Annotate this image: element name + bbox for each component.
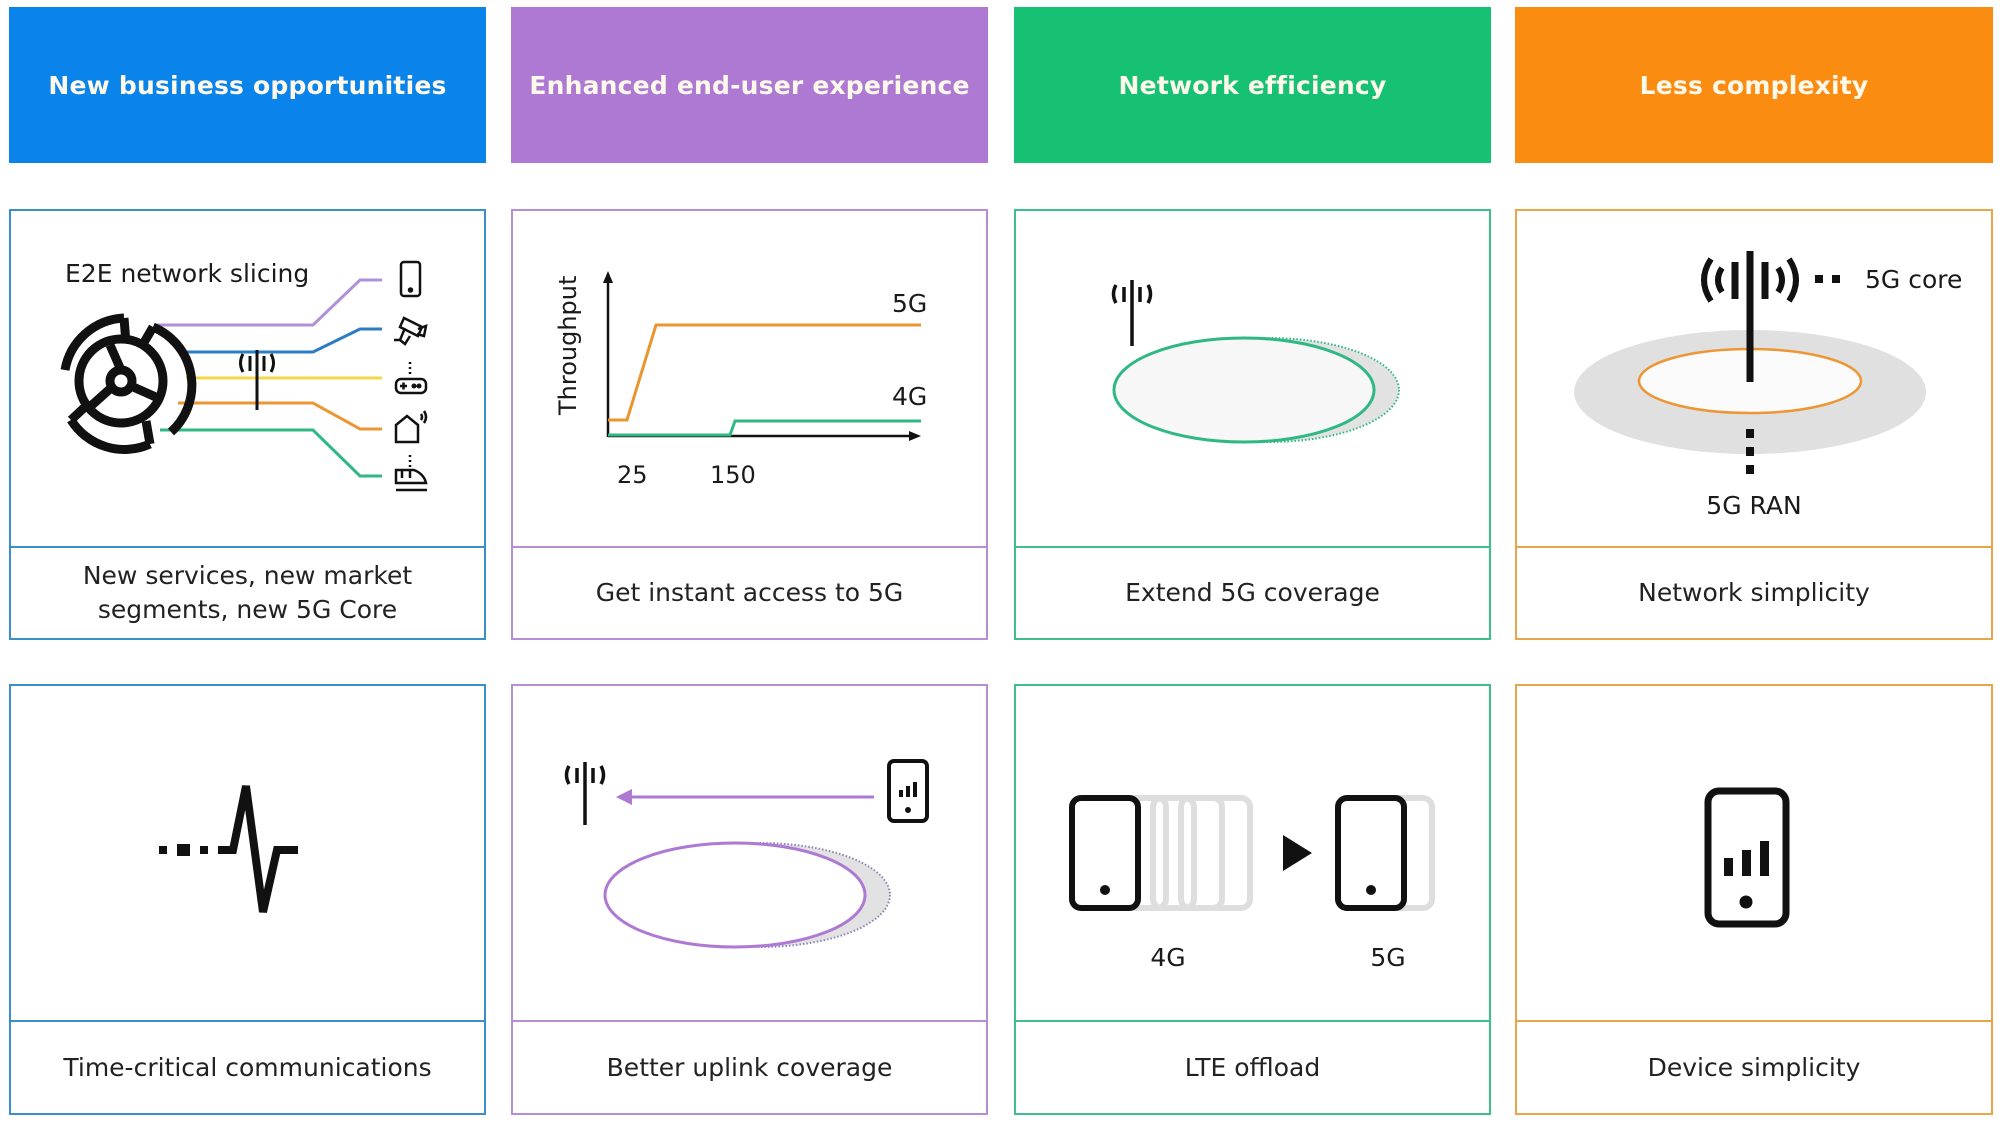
header-label: Enhanced end-user experience (529, 70, 970, 100)
header-enhanced-end-user-experience: Enhanced end-user experience (511, 7, 988, 163)
header-label: New business opportunities (48, 70, 447, 100)
header-label: Network efficiency (1118, 70, 1387, 100)
card-caption: New services, new market segments, new 5… (11, 546, 484, 638)
card-caption: Time-critical communications (11, 1020, 484, 1113)
card-device-simplicity: Device simplicity (1515, 684, 1993, 1115)
header-less-complexity: Less complexity (1515, 7, 1993, 163)
card-network-slicing: New services, new market segments, new 5… (9, 209, 486, 640)
card-caption: Get instant access to 5G (513, 546, 986, 638)
card-instant-access-5g: Get instant access to 5G (511, 209, 988, 640)
header-label: Less complexity (1639, 70, 1869, 100)
card-lte-offload: LTE offload (1014, 684, 1491, 1115)
card-time-critical: Time-critical communications (9, 684, 486, 1115)
card-caption: Network simplicity (1517, 546, 1991, 638)
header-new-business-opportunities: New business opportunities (9, 7, 486, 163)
card-uplink-coverage: Better uplink coverage (511, 684, 988, 1115)
card-caption: Device simplicity (1517, 1020, 1991, 1113)
header-network-efficiency: Network efficiency (1014, 7, 1491, 163)
card-extend-coverage: Extend 5G coverage (1014, 209, 1491, 640)
card-caption: Better uplink coverage (513, 1020, 986, 1113)
card-network-simplicity: Network simplicity (1515, 209, 1993, 640)
card-caption: Extend 5G coverage (1016, 546, 1489, 638)
card-caption: LTE offload (1016, 1020, 1489, 1113)
